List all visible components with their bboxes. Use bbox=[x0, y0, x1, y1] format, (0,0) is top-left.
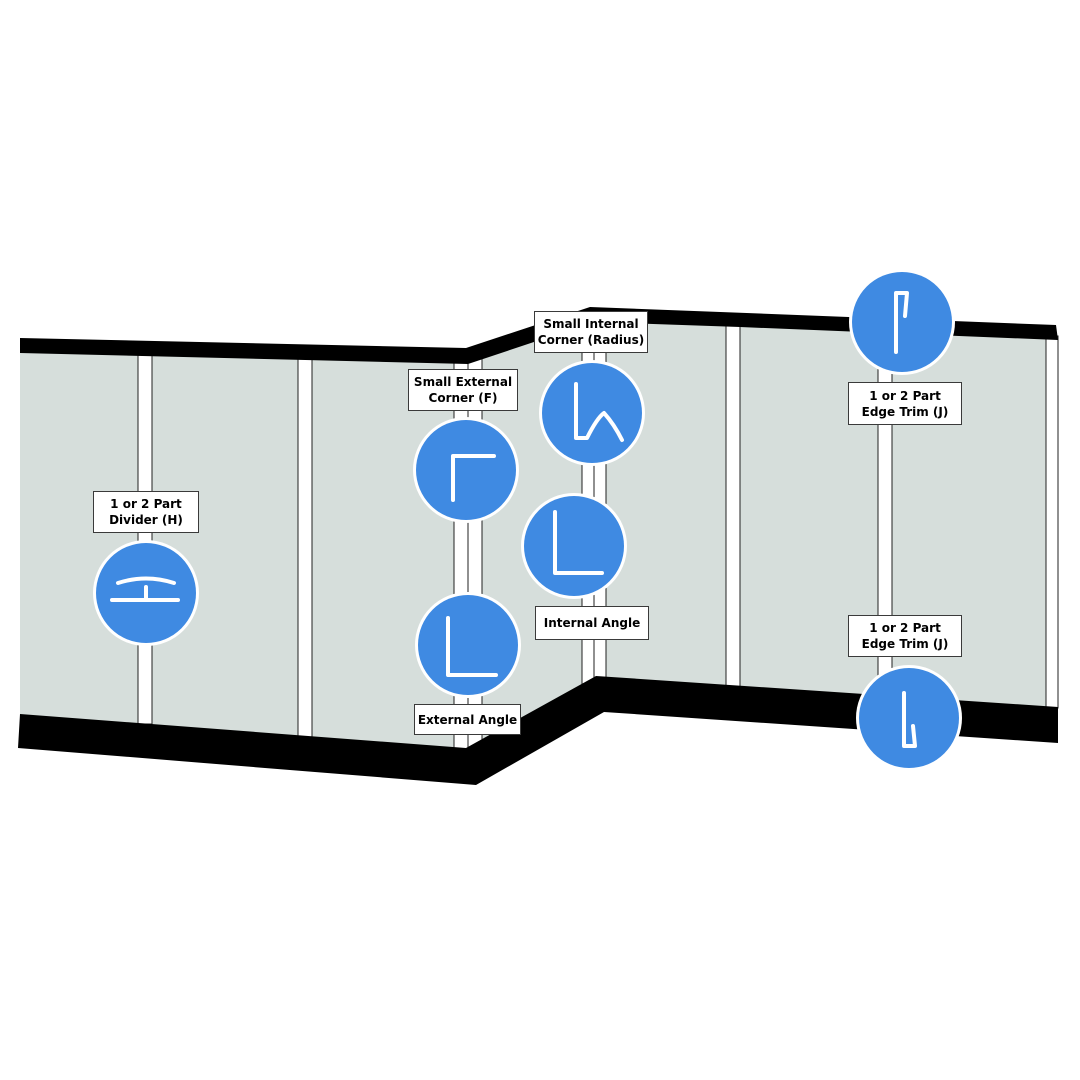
wall-panel-left bbox=[20, 348, 468, 750]
internal-angle-icon bbox=[553, 510, 604, 575]
edge-trim-bottom-badge-circle bbox=[859, 668, 959, 768]
small-internal-corner-radius-label: Small Internal Corner (Radius) bbox=[534, 311, 648, 353]
edge-trim-top-badge bbox=[849, 269, 955, 375]
bottom-trim bbox=[18, 676, 1058, 785]
edge-trim-j-top-icon bbox=[894, 291, 909, 354]
external-angle-badge bbox=[415, 592, 521, 698]
small-external-corner-badge bbox=[413, 417, 519, 523]
small-external-corner-f-icon bbox=[451, 454, 496, 502]
external-angle-icon bbox=[446, 616, 498, 677]
divider-h-icon bbox=[110, 576, 180, 602]
small-internal-corner-radius-icon bbox=[574, 382, 624, 442]
joint-strip bbox=[1045, 335, 1059, 709]
small-external-corner-badge-circle bbox=[416, 420, 516, 520]
edge-trim-j-top-label: 1 or 2 Part Edge Trim (J) bbox=[848, 382, 962, 425]
internal-angle-badge bbox=[521, 493, 627, 599]
joint-strip bbox=[725, 324, 741, 688]
small-internal-corner-badge-circle bbox=[542, 363, 642, 463]
internal-angle-badge-circle bbox=[524, 496, 624, 596]
small-internal-corner-badge bbox=[539, 360, 645, 466]
external-angle-badge-circle bbox=[418, 595, 518, 695]
joint-strip bbox=[137, 351, 153, 725]
external-angle-label: External Angle bbox=[414, 704, 521, 735]
small-external-corner-f-label: Small External Corner (F) bbox=[408, 369, 518, 411]
edge-trim-j-bottom-icon bbox=[902, 691, 917, 748]
edge-trim-j-bottom-label: 1 or 2 Part Edge Trim (J) bbox=[848, 615, 962, 657]
joint-strip bbox=[297, 357, 313, 739]
divider-h-label: 1 or 2 Part Divider (H) bbox=[93, 491, 199, 533]
wall-panel-right bbox=[592, 322, 1056, 708]
internal-angle-label: Internal Angle bbox=[535, 606, 649, 640]
edge-trim-top-badge-circle bbox=[852, 272, 952, 372]
edge-trim-bottom-badge bbox=[856, 665, 962, 771]
divider-badge bbox=[93, 540, 199, 646]
